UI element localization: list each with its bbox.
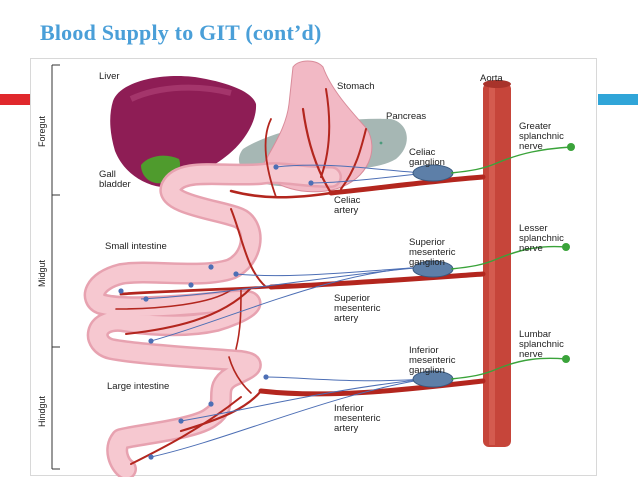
lumbar-splanchnic-node [562, 355, 570, 363]
label-lumbar-splanchnic-line-3: nerve [519, 349, 543, 360]
label-small-intestine: Small intestine [105, 241, 167, 252]
slide-title: Blood Supply to GIT (cont’d) [40, 20, 322, 45]
label-lesser-splanchnic-line-1: Lesser [519, 223, 548, 234]
label-lumbar-splanchnic-nerve: Lumbar splanchnic nerve [519, 329, 567, 360]
label-lesser-splanchnic-line-2: splanchnic [519, 233, 564, 244]
label-sup-mes-ganglion-line-3: ganglion [409, 257, 445, 268]
accent-bar-right [598, 94, 638, 105]
liver [110, 75, 257, 187]
label-inf-mes-artery-line-1: Inferior [334, 403, 364, 414]
label-aorta: Aorta [480, 73, 503, 84]
gi-blood-supply-diagram: Foregut Midgut Hindgut [37, 60, 575, 477]
figure-frame: Foregut Midgut Hindgut [30, 58, 597, 477]
section-bracket [51, 64, 60, 470]
label-gall-bladder-line-1: Gall [99, 169, 116, 180]
celiac-artery-branches [229, 88, 486, 199]
label-inf-mes-artery-line-3: artery [334, 423, 359, 434]
liver-shading [129, 84, 232, 102]
label-greater-splanchnic-line-1: Greater [519, 121, 551, 132]
greater-splanchnic-node [567, 143, 575, 151]
label-gall-bladder: Gall bladder [99, 169, 131, 190]
label-celiac-ganglion-line-1: Celiac [409, 147, 436, 158]
label-inf-mes-ganglion-line-1: Inferior [409, 345, 439, 356]
section-label-midgut: Midgut [37, 259, 47, 287]
label-inf-mes-ganglion-line-2: mesenteric [409, 355, 456, 366]
label-superior-mesenteric-ganglion: Superior mesenteric ganglion [409, 237, 458, 268]
label-pancreas: Pancreas [386, 111, 426, 122]
label-gall-bladder-line-2: bladder [99, 179, 131, 190]
label-sup-mes-artery-line-2: mesenteric [334, 303, 381, 314]
label-celiac-artery-line-2: artery [334, 205, 359, 216]
label-superior-mesenteric-artery: Superior mesenteric artery [334, 293, 383, 324]
label-lesser-splanchnic-line-3: nerve [519, 243, 543, 254]
section-label-foregut: Foregut [37, 115, 47, 147]
section-label-hindgut: Hindgut [37, 395, 47, 427]
label-lumbar-splanchnic-line-2: splanchnic [519, 339, 564, 350]
label-sup-mes-ganglion-line-1: Superior [409, 237, 445, 248]
aorta [483, 83, 511, 447]
label-inferior-mesenteric-artery: Inferior mesenteric artery [334, 403, 383, 434]
lesser-splanchnic-node [562, 243, 570, 251]
label-greater-splanchnic-line-2: splanchnic [519, 131, 564, 142]
aorta-top [483, 80, 511, 88]
autonomic-nodes [118, 164, 314, 460]
splanchnic-nerves [450, 146, 572, 380]
label-sup-mes-artery-line-3: artery [334, 313, 359, 324]
label-sup-mes-ganglion-line-2: mesenteric [409, 247, 456, 258]
accent-bar-left [0, 94, 30, 105]
label-large-intestine: Large intestine [107, 381, 169, 392]
label-liver: Liver [99, 71, 120, 82]
label-greater-splanchnic-line-3: nerve [519, 141, 543, 152]
label-lesser-splanchnic-nerve: Lesser splanchnic nerve [519, 223, 567, 254]
label-inferior-mesenteric-ganglion: Inferior mesenteric ganglion [409, 345, 458, 376]
superior-mesenteric-artery-branches [115, 208, 486, 350]
gut-tube-fill [86, 164, 340, 477]
label-celiac-ganglion-line-2: ganglion [409, 157, 445, 168]
label-inf-mes-ganglion-line-3: ganglion [409, 365, 445, 376]
inferior-mesenteric-artery-branches [130, 356, 486, 465]
label-stomach: Stomach [337, 81, 375, 92]
label-celiac-artery-line-1: Celiac [334, 195, 361, 206]
label-celiac-ganglion: Celiac ganglion [409, 147, 445, 168]
label-lumbar-splanchnic-line-1: Lumbar [519, 329, 551, 340]
label-inf-mes-artery-line-2: mesenteric [334, 413, 381, 424]
label-greater-splanchnic-nerve: Greater splanchnic nerve [519, 121, 567, 152]
label-sup-mes-artery-line-1: Superior [334, 293, 370, 304]
label-celiac-artery: Celiac artery [334, 195, 363, 216]
aorta-highlight [489, 85, 495, 445]
